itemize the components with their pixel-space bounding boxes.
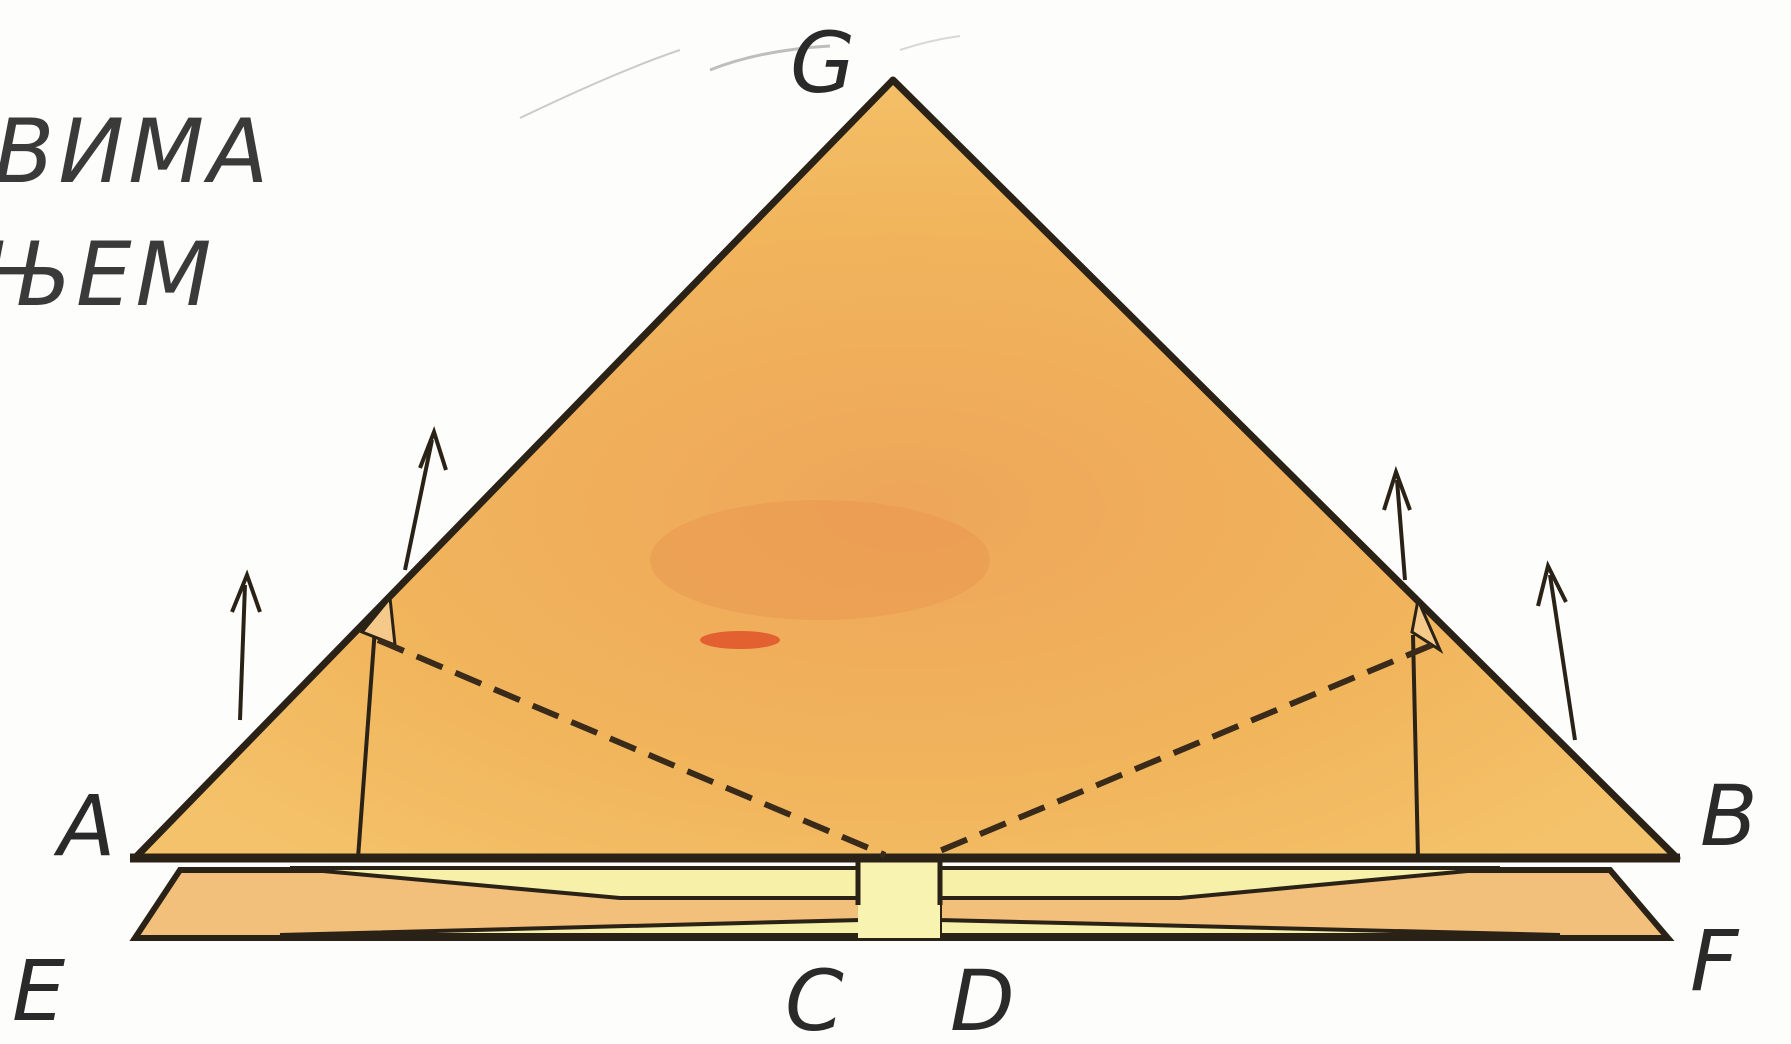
paper-shading (650, 500, 990, 620)
arrow-up-right-inner (1382, 465, 1412, 581)
label-A: A (53, 777, 115, 875)
stray-pencil-stroke (899, 35, 961, 51)
side-text-line2: ЊЕМ (0, 223, 215, 326)
corner-flap-left (359, 594, 397, 648)
side-text-line1: ВИМА (0, 100, 272, 203)
arrow-up-left-inner (403, 425, 448, 571)
label-C: C (785, 952, 844, 1044)
arrow-up-left-outer (230, 569, 262, 721)
label-B: B (1700, 767, 1758, 865)
center-gap-CD (858, 858, 940, 938)
stray-pencil-stroke (709, 44, 831, 72)
corner-flap-right (1410, 594, 1444, 654)
red-mark (700, 631, 780, 649)
dashed-fold-left (376, 637, 887, 858)
label-G: G (790, 14, 855, 112)
arrow-up-right-outer (1536, 560, 1577, 741)
vertical-fold-left (356, 627, 377, 859)
stray-pencil-stroke (519, 49, 681, 119)
label-D: D (950, 952, 1015, 1044)
label-E: E (12, 942, 65, 1040)
dashed-fold-right (928, 642, 1434, 858)
label-F: F (1690, 912, 1740, 1010)
vertical-fold-right (1411, 634, 1420, 859)
